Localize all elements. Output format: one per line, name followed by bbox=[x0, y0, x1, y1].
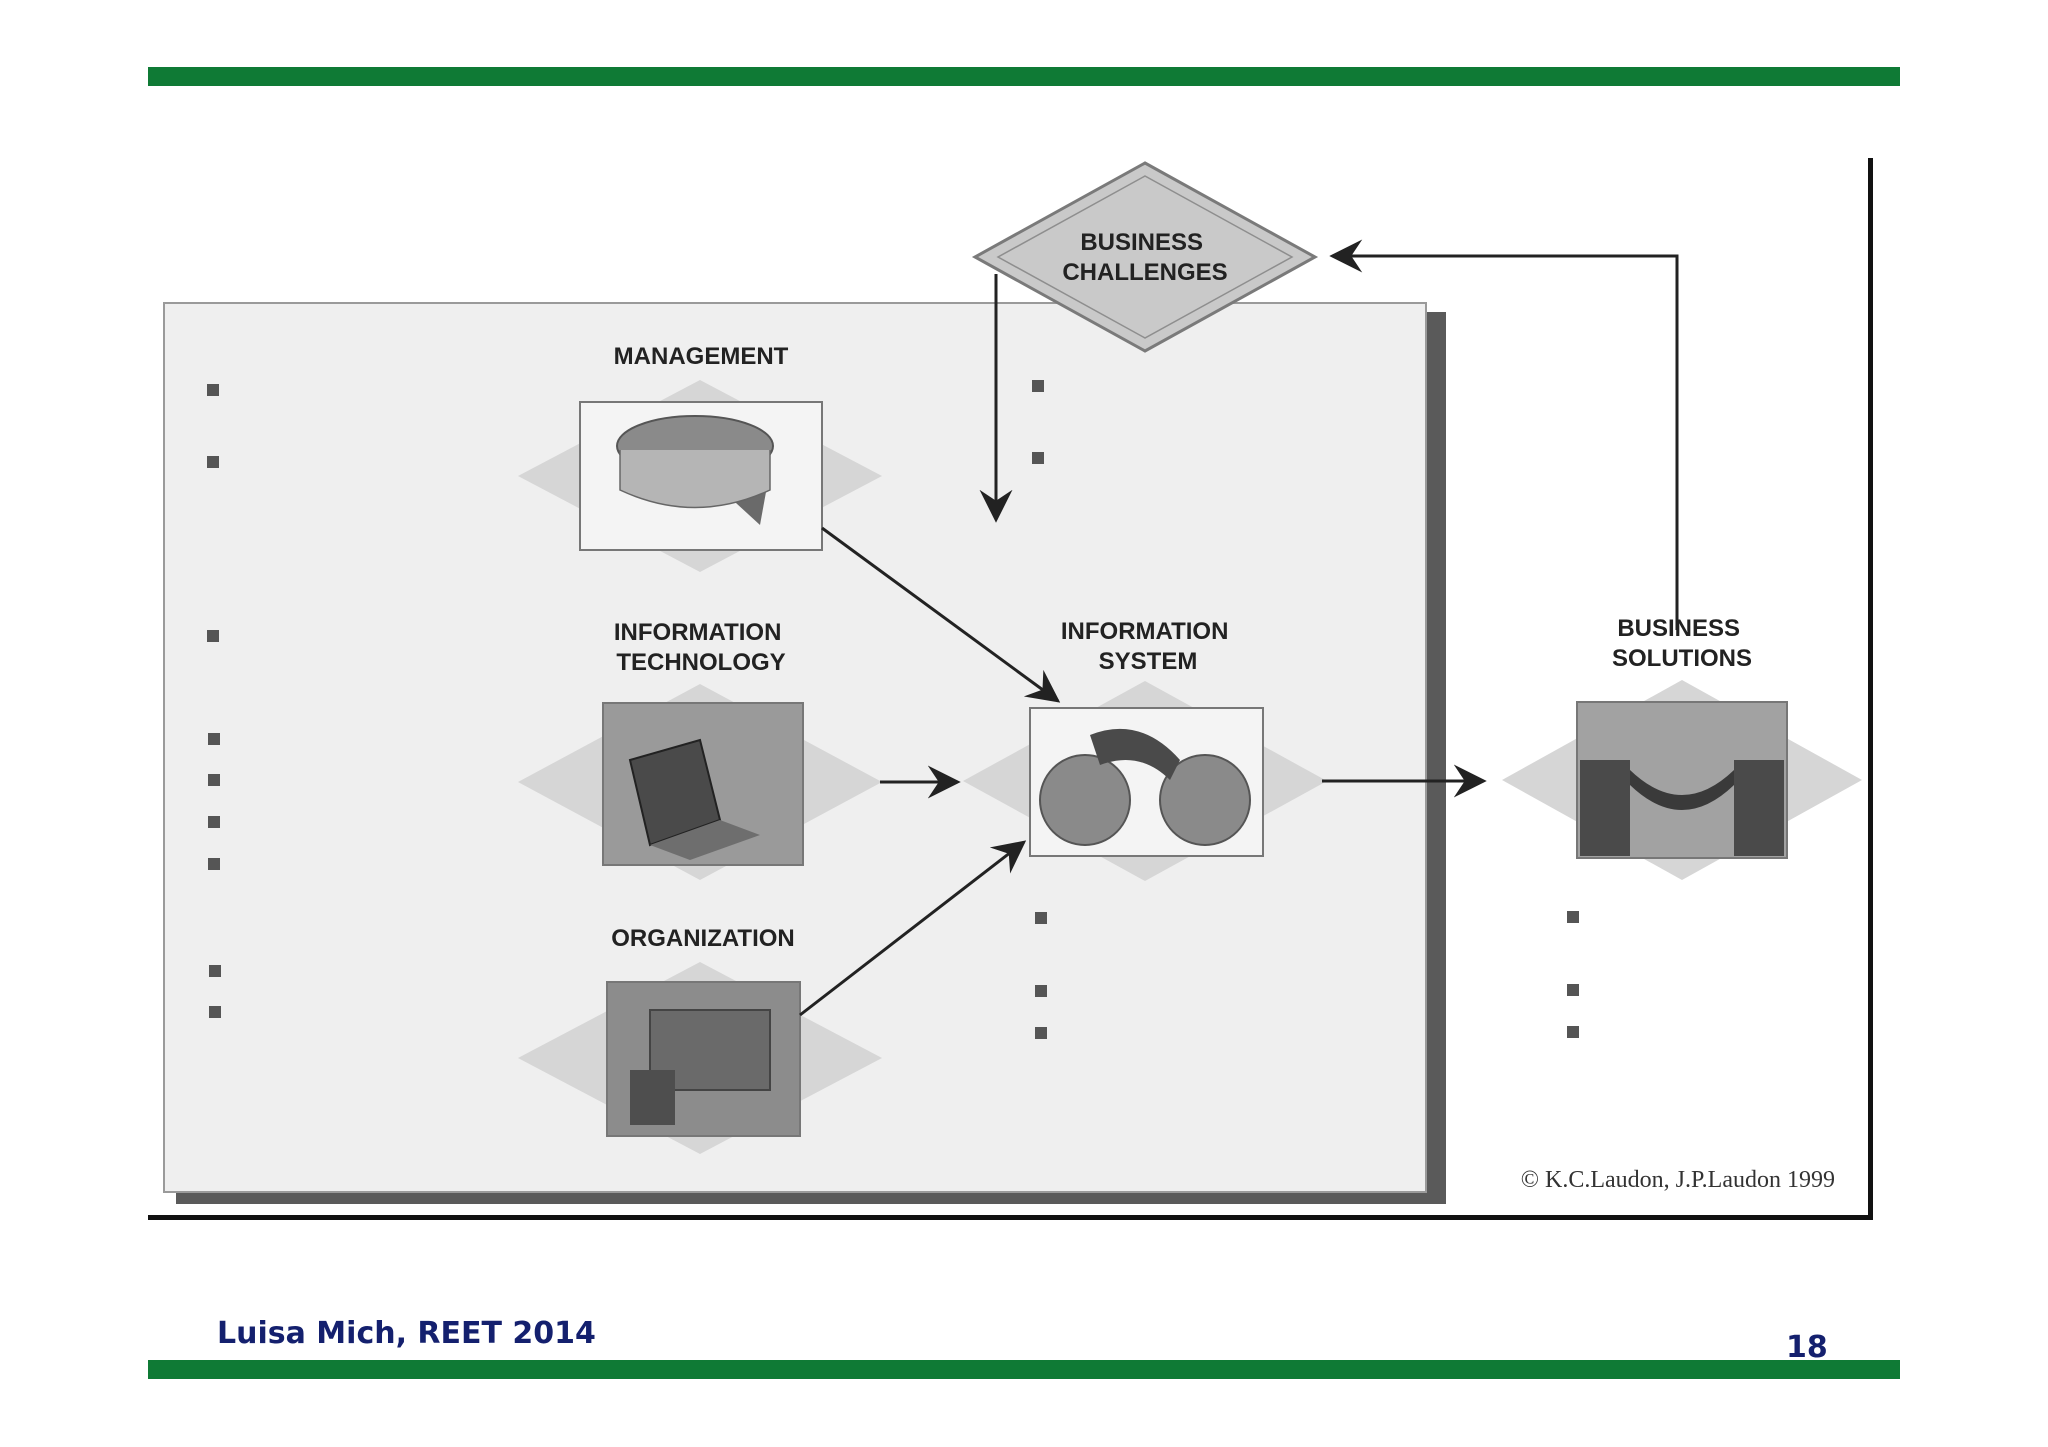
copyright-text: © K.C.Laudon, J.P.Laudon 1999 bbox=[1521, 1167, 1835, 1193]
bullet-square bbox=[209, 965, 221, 977]
information-system-line1: INFORMATION bbox=[1061, 618, 1229, 645]
information-technology-line2: TECHNOLOGY bbox=[616, 649, 785, 676]
bullet-square bbox=[207, 384, 219, 396]
cliff-right-icon bbox=[1734, 760, 1784, 856]
business-solutions-label: BUSINESS SOLUTIONS bbox=[1612, 615, 1752, 672]
bullet-square bbox=[208, 733, 220, 745]
bottom-green-bar bbox=[148, 1360, 1900, 1379]
information-technology-line1: INFORMATION bbox=[614, 619, 782, 646]
outer-frame-right bbox=[1868, 158, 1873, 1220]
bullet-group-left bbox=[207, 384, 221, 1018]
management-label: MANAGEMENT bbox=[614, 343, 789, 370]
bullet-square bbox=[1035, 1027, 1047, 1039]
bullet-group-right bbox=[1567, 911, 1579, 1038]
cliff-left-icon bbox=[1580, 760, 1630, 856]
arrow-management-to-information-system bbox=[821, 526, 1061, 703]
information-system-wheel-left-icon bbox=[1039, 754, 1131, 846]
bullet-square bbox=[207, 630, 219, 642]
organization-people-icon bbox=[630, 1070, 675, 1125]
bullet-square bbox=[1032, 380, 1044, 392]
bullet-square bbox=[1567, 984, 1579, 996]
business-challenges-line2: CHALLENGES bbox=[1062, 259, 1227, 286]
top-green-bar bbox=[148, 67, 1900, 86]
arrow-solutions-to-challenges bbox=[1329, 239, 1679, 630]
business-challenges-diamond-inner bbox=[996, 175, 1294, 339]
business-solutions-line1: BUSINESS bbox=[1617, 615, 1740, 642]
bullet-group-center-bottom bbox=[1035, 912, 1047, 1039]
information-system-label: INFORMATION SYSTEM bbox=[1061, 618, 1235, 675]
information-system-wheel-right-icon bbox=[1159, 754, 1251, 846]
management-pie-base-icon bbox=[619, 450, 771, 509]
bullet-square bbox=[208, 858, 220, 870]
information-technology-label: INFORMATION TECHNOLOGY bbox=[614, 619, 788, 676]
bullet-square bbox=[1567, 911, 1579, 923]
organization-label: ORGANIZATION bbox=[611, 925, 795, 952]
arrow-organization-to-information-system bbox=[799, 840, 1027, 1017]
laptop-keyboard-icon bbox=[650, 820, 760, 860]
bullet-square bbox=[1035, 912, 1047, 924]
bridge-icon bbox=[1630, 770, 1734, 810]
footer-author: Luisa Mich, REET 2014 bbox=[217, 1316, 596, 1351]
page-number: 18 bbox=[1786, 1330, 1828, 1365]
bullet-square bbox=[1032, 452, 1044, 464]
bullet-square bbox=[1035, 985, 1047, 997]
business-solutions-line2: SOLUTIONS bbox=[1612, 645, 1752, 672]
outer-frame-bottom bbox=[148, 1215, 1873, 1220]
bullet-square bbox=[209, 1006, 221, 1018]
bullet-square bbox=[1567, 1026, 1579, 1038]
business-challenges-label: BUSINESS CHALLENGES bbox=[1062, 229, 1227, 286]
bullet-square bbox=[208, 816, 220, 828]
bullet-group-center-top bbox=[1032, 380, 1044, 464]
information-system-line2: SYSTEM bbox=[1099, 648, 1198, 675]
bullet-square bbox=[208, 774, 220, 786]
business-challenges-diamond bbox=[971, 161, 1319, 353]
bullet-square bbox=[207, 456, 219, 468]
information-system-person-icon bbox=[1090, 728, 1180, 780]
business-challenges-line1: BUSINESS bbox=[1080, 229, 1203, 256]
